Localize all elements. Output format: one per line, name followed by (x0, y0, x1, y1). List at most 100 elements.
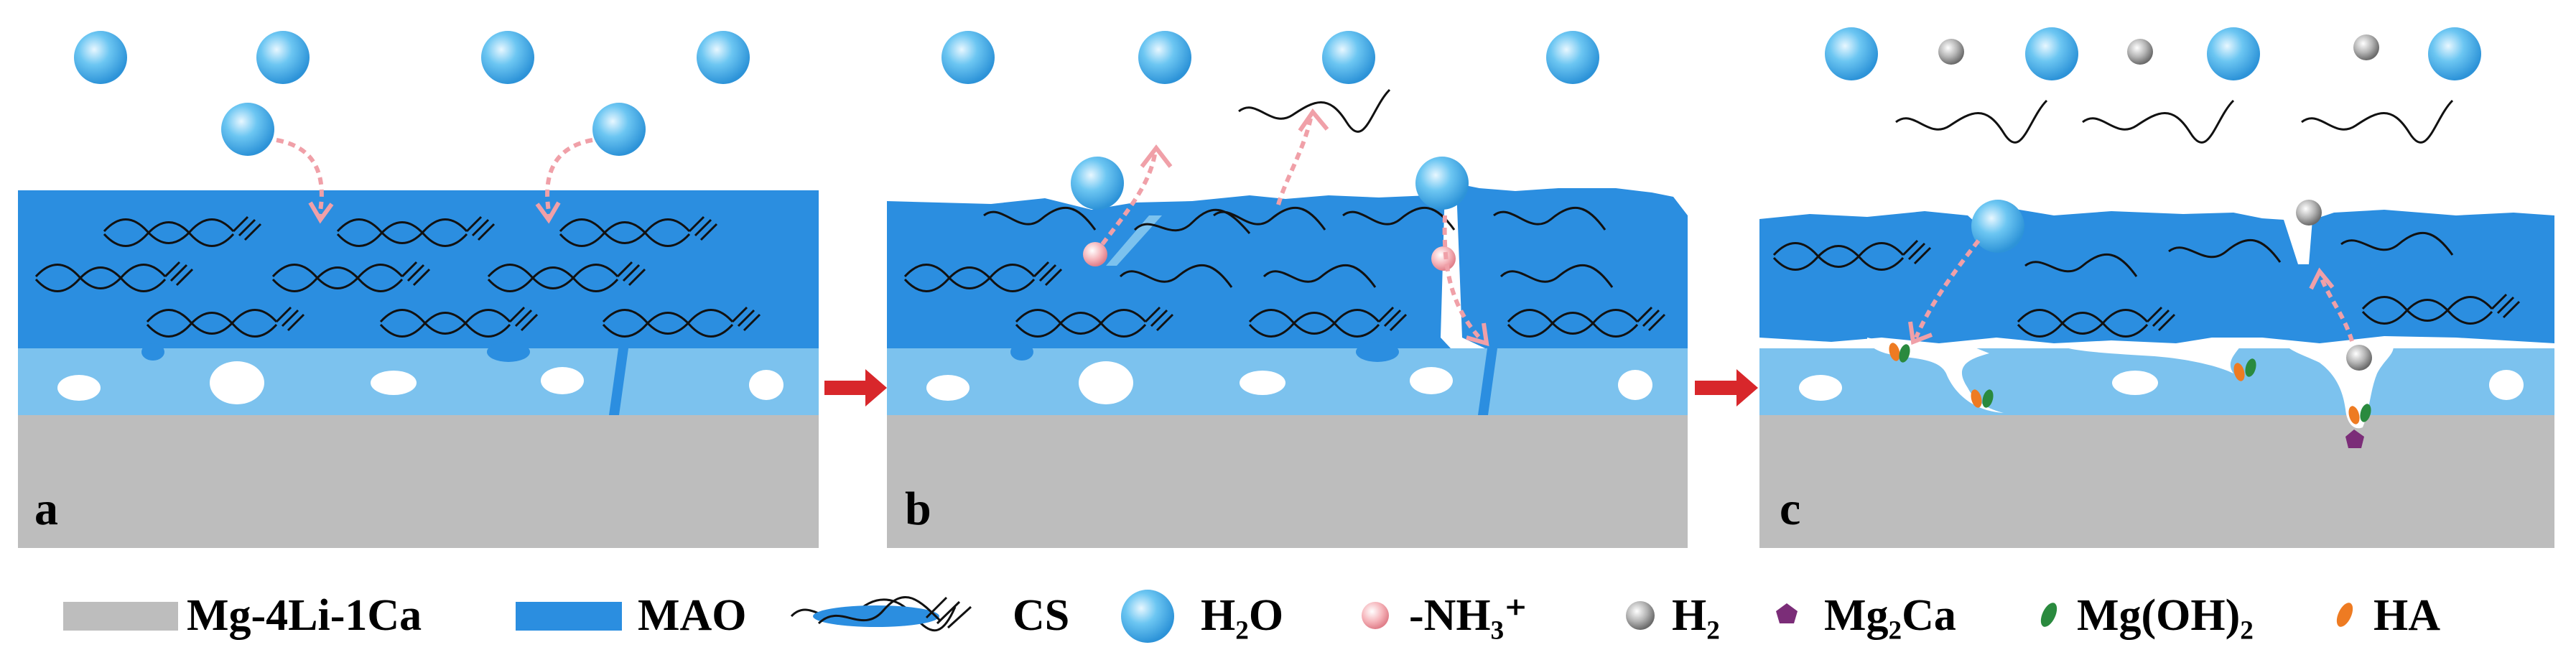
amine-group (1083, 242, 1107, 266)
panel-b-mao-inner-layer (887, 348, 1688, 415)
legend-mgoh2-icon (2040, 603, 2057, 627)
water-molecule (74, 31, 127, 84)
mgoh2-particle (1982, 389, 1994, 408)
panel-a-substrate-layer (18, 415, 819, 548)
legend-hydrogen-icon (1626, 601, 1655, 630)
panel-c-diffusion-arrows (1908, 239, 2354, 345)
water-molecule (481, 31, 534, 84)
transition-arrow-b-to-c (1695, 369, 1758, 407)
water-molecule (697, 31, 750, 84)
pore (371, 371, 417, 395)
panel-a: a (18, 31, 819, 548)
water-molecule (592, 103, 646, 156)
ha-particle (1971, 389, 1982, 408)
released-cs-chain (2301, 99, 2454, 144)
pore (57, 375, 101, 401)
panel-b-diffusion-arrows (1100, 108, 1489, 347)
pore (926, 375, 970, 401)
legend-water-icon (1121, 590, 1174, 643)
panel-a-cs-chains (34, 215, 761, 338)
amine-group (1431, 246, 1456, 271)
legend: Mg-4Li-1Ca MAO CS H₂O -NH₃⁺ H₂ Mg₂Ca Mg(… (63, 590, 2440, 643)
transition-arrow-a-to-b (824, 369, 887, 407)
legend-cs-label: CS (1013, 591, 1069, 640)
hydrogen-molecule (1938, 39, 1964, 65)
legend-substrate-swatch (63, 602, 178, 631)
released-cs-chain (2082, 99, 2235, 144)
water-molecule (941, 31, 995, 84)
pore (1618, 370, 1652, 400)
legend-amine-label: -NH₃⁺ (1409, 591, 1528, 640)
legend-water-label: H₂O (1201, 591, 1283, 640)
mao-crack (609, 343, 629, 415)
water-molecule (2428, 27, 2481, 80)
water-molecule (1546, 31, 1599, 84)
pore (1410, 367, 1453, 394)
corrosion-products (1889, 343, 2371, 448)
corrosion-void (1867, 338, 2004, 413)
legend-mgoh2-label: Mg(OH)₂ (2077, 591, 2254, 640)
legend-mg2ca-label: Mg₂Ca (1824, 591, 1956, 640)
legend-cs-swatch (790, 595, 972, 632)
panel-label-c: c (1780, 483, 1800, 535)
water-molecule (2025, 27, 2078, 80)
panel-a-diffusion-arrows (276, 138, 593, 224)
mao-crack (1106, 215, 1162, 266)
water-molecule (256, 31, 310, 84)
legend-amine-icon (1362, 602, 1389, 629)
pore (1240, 371, 1285, 395)
panel-b: b (887, 31, 1688, 548)
released-cs-chain (1895, 99, 2048, 144)
mao-crack (1478, 343, 1498, 415)
legend-mg2ca-icon (1776, 603, 1798, 623)
water-molecule (2207, 27, 2260, 80)
legend-mao-label: MAO (638, 591, 747, 640)
released-cs-chain (1238, 88, 1391, 133)
legend-hydrogen-label: H₂ (1672, 591, 1720, 640)
water-molecule (1071, 157, 1124, 210)
mgoh2-particle (2245, 358, 2256, 377)
water-molecule (1322, 31, 1375, 84)
water-molecule (221, 103, 274, 156)
legend-ha-label: HA (2373, 591, 2440, 640)
ha-particle (2233, 363, 2245, 381)
mao-bump (1010, 343, 1033, 361)
mao-bump (141, 343, 164, 361)
ha-particle (2348, 406, 2360, 424)
hydrogen-molecule (2296, 200, 2322, 226)
pore (210, 361, 264, 404)
hydrogen-molecule (2346, 345, 2372, 371)
panel-b-mao-outer-layer (887, 185, 1688, 348)
panel-b-substrate-layer (887, 415, 1688, 548)
mgoh2-particle (1899, 344, 1910, 363)
water-molecule (1971, 200, 2024, 253)
pore (1079, 361, 1133, 404)
legend-mao-swatch (516, 602, 622, 631)
panel-c-mao-outer-layer (1759, 208, 2554, 343)
mao-bump (487, 342, 530, 362)
pore (2489, 370, 2524, 400)
corrosion-void (2054, 343, 2241, 373)
panel-c-substrate-layer (1759, 415, 2554, 548)
panel-label-a: a (34, 483, 58, 535)
legend-ha-icon (2336, 603, 2353, 627)
panel-label-b: b (905, 483, 931, 535)
water-molecule (1825, 27, 1878, 80)
pore (541, 367, 584, 394)
panel-b-cs-chains (903, 88, 1666, 338)
hydrogen-molecule (2127, 39, 2153, 65)
pore (749, 370, 784, 400)
mgoh2-particle (2360, 404, 2371, 422)
water-molecule (1138, 31, 1191, 84)
water-molecule (1415, 157, 1469, 210)
mao-bump (1356, 342, 1399, 362)
panel-c-cs-chains (1772, 99, 2521, 338)
pore (1799, 375, 1842, 401)
legend-substrate-label: Mg-4Li-1Ca (187, 591, 422, 640)
ha-particle (1889, 343, 1900, 361)
panel-c: c (1759, 27, 2554, 548)
hydrogen-molecule (2353, 34, 2379, 60)
mg2ca-particle (2345, 429, 2364, 448)
pore (2112, 371, 2158, 395)
